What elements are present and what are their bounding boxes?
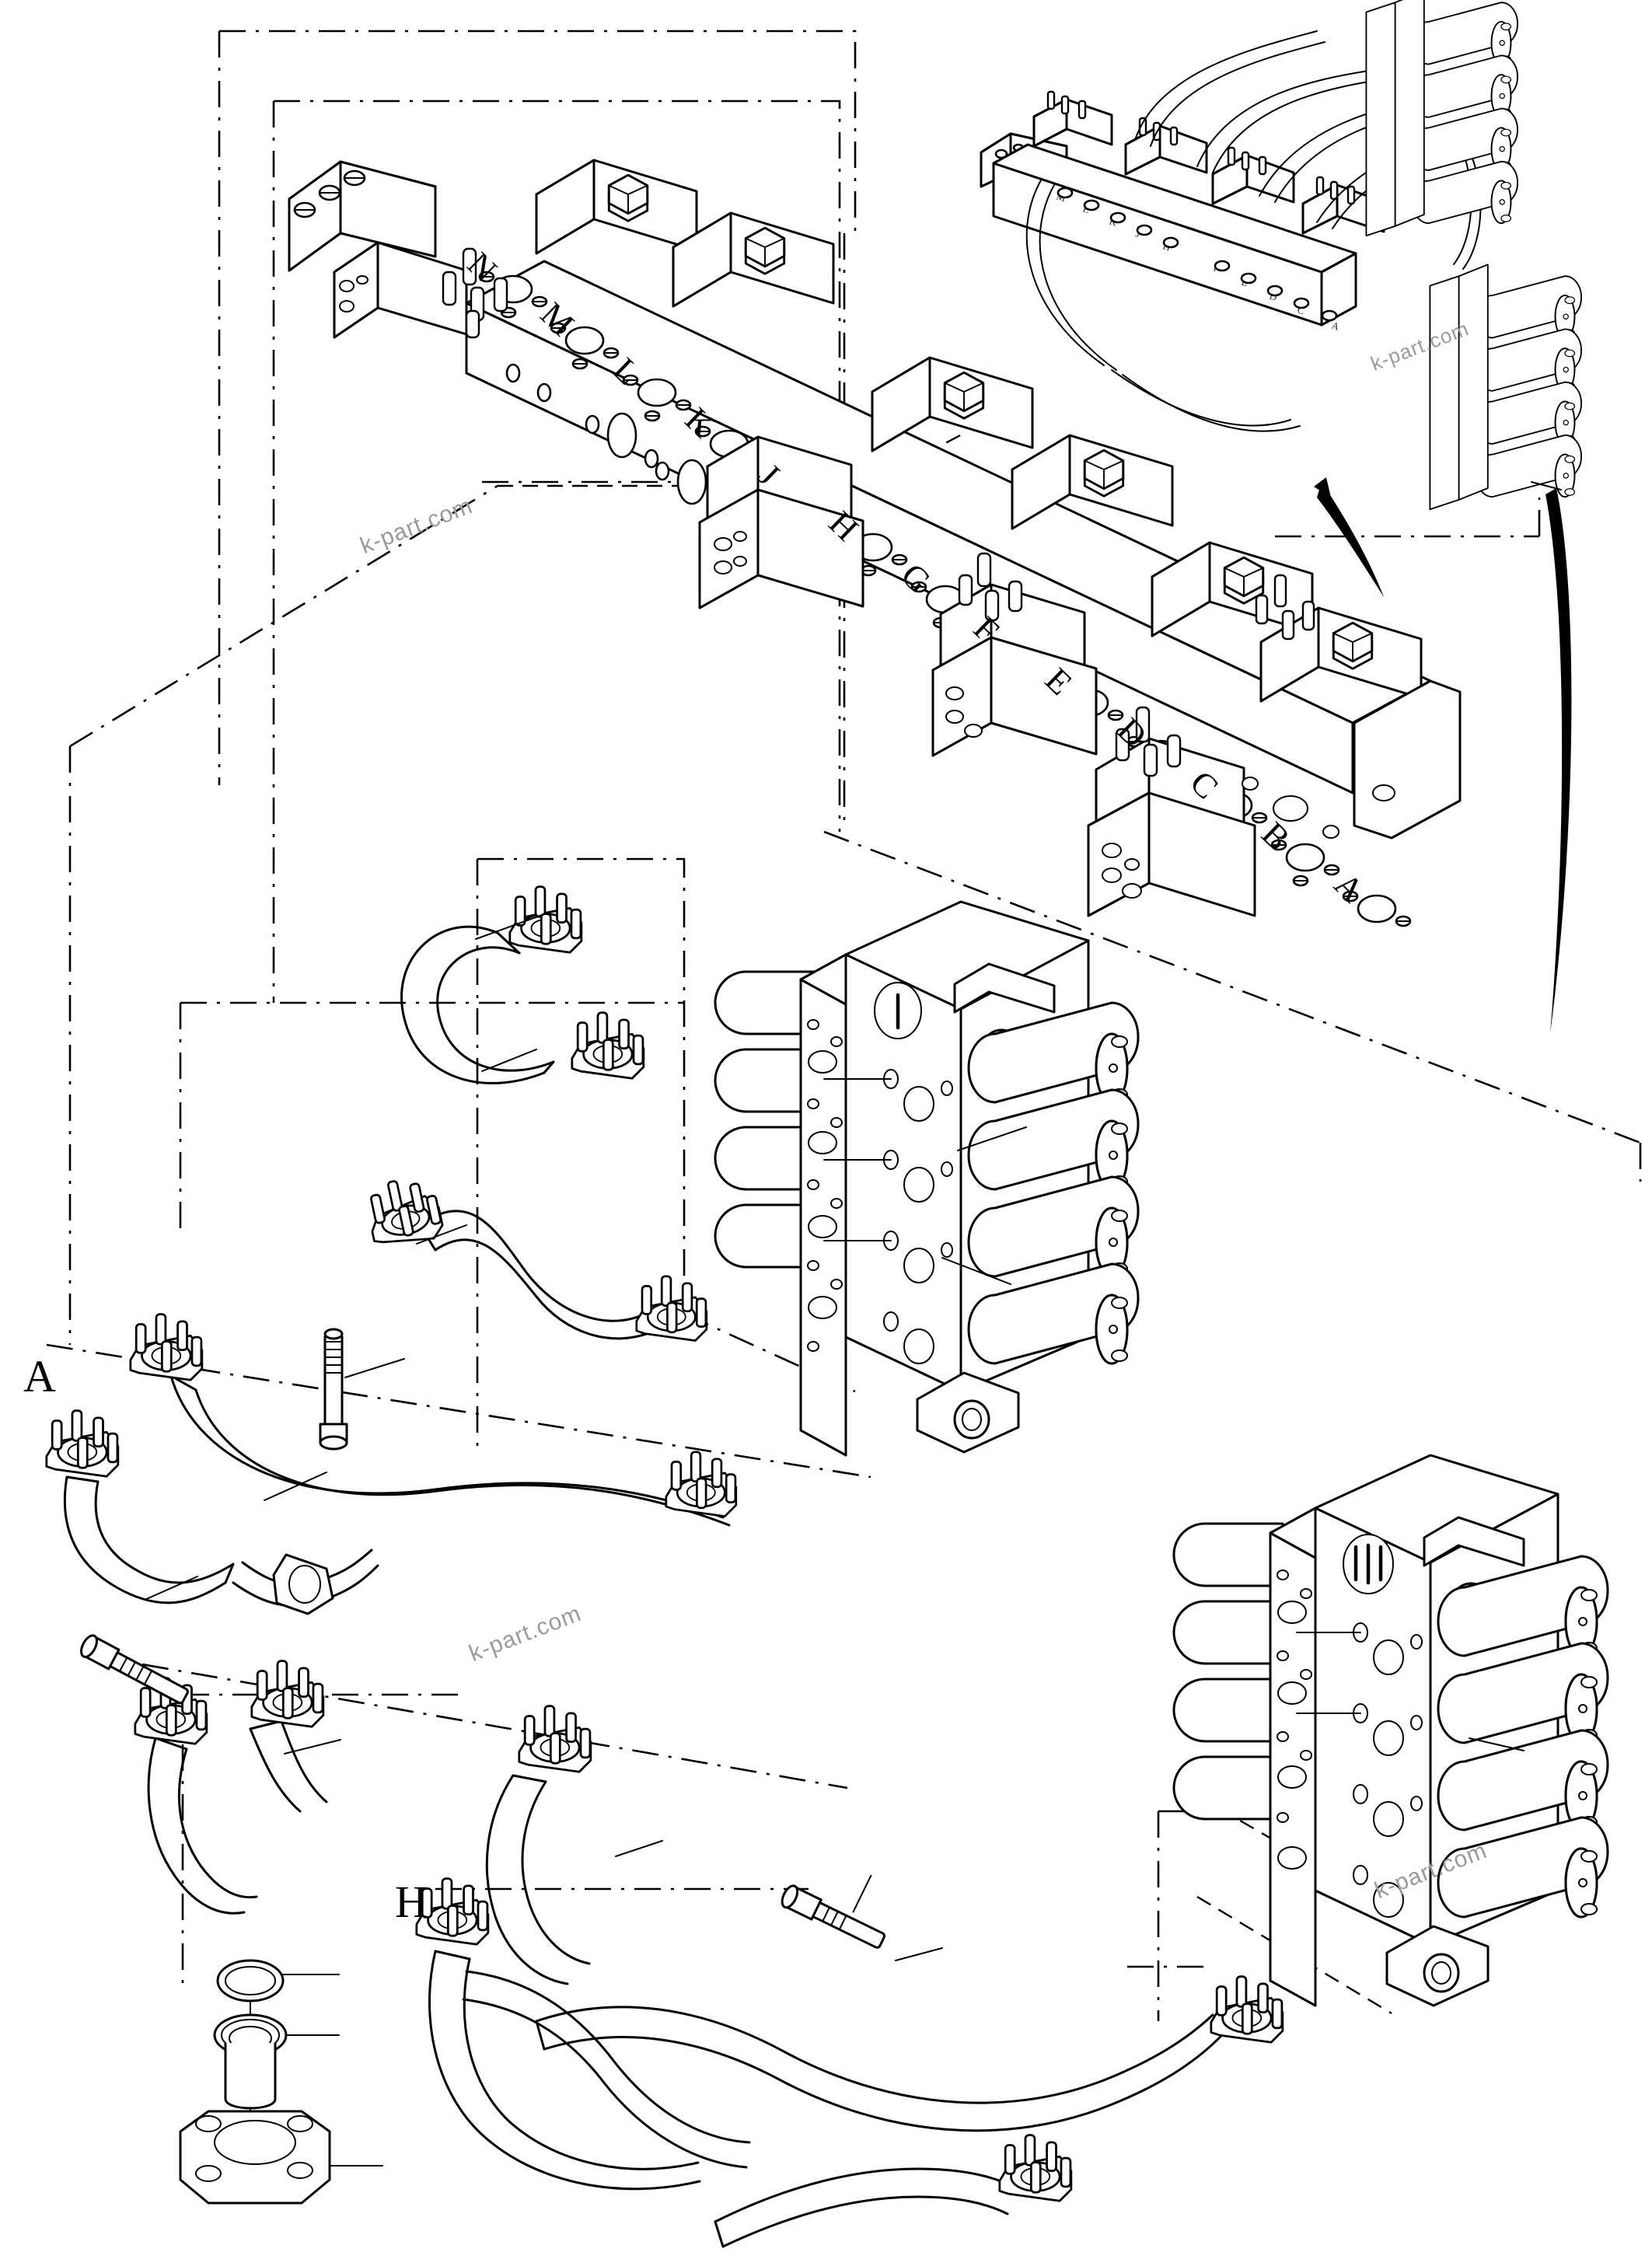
manifold-subblock-1 (698, 435, 864, 609)
hose-group-upper (45, 885, 886, 1949)
svg-text:J: J (1134, 228, 1141, 240)
section-callout-H: H (395, 1877, 428, 1927)
manifold-top-rail (535, 159, 1423, 703)
svg-text:A: A (1330, 319, 1341, 333)
main-manifold-bar (288, 159, 1462, 927)
solenoid-block-upper (714, 900, 1140, 1457)
four-bolt-flange-block (179, 2110, 383, 2205)
flange-kit-exploded (179, 1959, 383, 2205)
hose-group-lower (415, 1705, 1284, 2248)
cap-screw-short (80, 1634, 189, 1705)
manifold-subblock-2 (931, 552, 1098, 757)
cap-screw-long (319, 1328, 405, 1451)
solenoid-block-lower (1172, 1454, 1609, 2007)
sleeve-seat-bushing (213, 2013, 340, 2110)
leader-lines (144, 913, 1525, 1961)
cap-screw-lower (781, 1874, 886, 1949)
manifold-subblock-3 (1087, 706, 1256, 917)
section-callout-A: A (23, 1351, 56, 1402)
o-ring-seal (216, 1959, 340, 2002)
